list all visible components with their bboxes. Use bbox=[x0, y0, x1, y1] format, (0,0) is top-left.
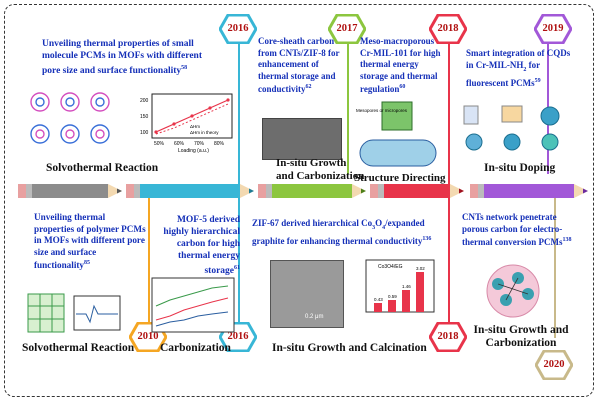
cnt-network-figure bbox=[486, 264, 540, 318]
year-label: 2010 bbox=[137, 331, 159, 342]
svg-text:0.43: 0.43 bbox=[374, 297, 383, 302]
card-top-2-text: Core-sheath carbon from CNTs/ZIF-8 for e… bbox=[258, 36, 340, 94]
connector-2017 bbox=[347, 34, 349, 174]
mil101-structure-figure: Mesopores or micropores bbox=[356, 101, 437, 167]
year-hexagon-2017: 2017 bbox=[327, 13, 367, 45]
year-hexagon-2018-top: 2018 bbox=[428, 13, 468, 45]
mof-structures-figure bbox=[30, 92, 110, 144]
svg-text:Co3O4/EG: Co3O4/EG bbox=[378, 264, 403, 270]
card-top-3-text: Meso-macroporous Cr-MIL-101 for high the… bbox=[360, 36, 441, 94]
timeline-frame bbox=[4, 4, 594, 397]
connector-2010 bbox=[148, 190, 150, 338]
year-label: 2020 bbox=[543, 359, 565, 370]
pencil-cyan bbox=[126, 184, 254, 198]
card-bottom-2-text: MOF-5 derived highly hierarchical carbon… bbox=[163, 215, 240, 277]
pencil-green bbox=[258, 184, 366, 198]
enthalpy-plot: 200 150 100 50% 60% 70% 80% Loading (a.u… bbox=[140, 93, 233, 154]
svg-text:150: 150 bbox=[140, 114, 149, 120]
svg-text:Loading (a.u.): Loading (a.u.) bbox=[178, 148, 209, 154]
card-top-4-caption: In-situ Doping bbox=[484, 162, 556, 174]
svg-text:70%: 70% bbox=[194, 141, 205, 147]
year-label: 2016 bbox=[227, 23, 249, 34]
card-bottom-3-caption: In-situ Growth and Calcination bbox=[272, 342, 427, 354]
card-bottom-4-caption: In-situ Growth and Carbonization bbox=[473, 324, 569, 349]
svg-text:3.02: 3.02 bbox=[416, 266, 425, 271]
cqd-doping-figure bbox=[463, 105, 560, 151]
card-bottom-1-caption: Solvothermal Reaction bbox=[22, 342, 135, 354]
svg-text:Mesopores or micropores: Mesopores or micropores bbox=[356, 108, 408, 113]
year-hexagon-2019: 2019 bbox=[533, 13, 573, 45]
card-bottom-2-caption: Carbonization bbox=[160, 342, 231, 354]
svg-text:1.46: 1.46 bbox=[402, 284, 411, 289]
connector-2019 bbox=[547, 34, 549, 174]
svg-text:ΔHm: ΔHm bbox=[190, 124, 200, 129]
pencil-timeline bbox=[18, 184, 588, 198]
svg-text:0.59: 0.59 bbox=[388, 294, 397, 299]
connector-2020 bbox=[554, 190, 556, 338]
polymer-mof-figure bbox=[27, 293, 121, 333]
card-bottom-1-text: Unveiling thermal properties of polymer … bbox=[34, 212, 146, 271]
card-bottom-3-text: ZIF-67 derived hierarchical Co3O4/expand… bbox=[252, 218, 432, 247]
year-hexagon-2020: 2020 bbox=[534, 349, 574, 381]
pencil-purple bbox=[470, 184, 588, 198]
svg-text:ΔHm in theory: ΔHm in theory bbox=[190, 130, 219, 135]
card-top-1-text: Unveiling thermal properties of small mo… bbox=[42, 39, 202, 77]
year-label: 2017 bbox=[336, 23, 358, 34]
year-label: 2019 bbox=[542, 23, 564, 34]
year-hexagon-2016-top: 2016 bbox=[218, 13, 258, 45]
year-label: 2018 bbox=[437, 23, 459, 34]
thermal-conductivity-bars: 0.43 0.59 1.46 3.02 Co3O4/EG bbox=[365, 259, 435, 313]
pencil-grey bbox=[18, 184, 122, 198]
svg-text:100: 100 bbox=[140, 130, 149, 136]
year-label: 2018 bbox=[437, 331, 459, 342]
svg-text:50%: 50% bbox=[154, 141, 165, 147]
sem-image-cnt-zif8 bbox=[262, 118, 342, 160]
svg-text:200: 200 bbox=[140, 98, 149, 104]
pencil-red bbox=[370, 184, 464, 198]
year-hexagon-2018-bottom: 2018 bbox=[428, 321, 468, 353]
card-top-1-caption: Solvothermal Reaction bbox=[46, 162, 159, 174]
svg-text:80%: 80% bbox=[214, 141, 225, 147]
svg-text:60%: 60% bbox=[174, 141, 185, 147]
card-top-3-caption: Structure Directing bbox=[354, 172, 446, 184]
tem-image-co3o4: 0.2 μm bbox=[270, 260, 344, 328]
year-label: 2016 bbox=[227, 331, 249, 342]
scale-bar-label: 0.2 μm bbox=[305, 314, 324, 320]
card-bottom-4-text: CNTs network penetrate porous carbon for… bbox=[462, 212, 572, 247]
card-top-4-text: Smart integration of CQDs in Cr-MIL-NH2 … bbox=[466, 48, 571, 88]
card-top-2-caption: In-situ Growth and Carbonization bbox=[276, 157, 365, 182]
mof5-carbon-plot bbox=[151, 277, 235, 333]
